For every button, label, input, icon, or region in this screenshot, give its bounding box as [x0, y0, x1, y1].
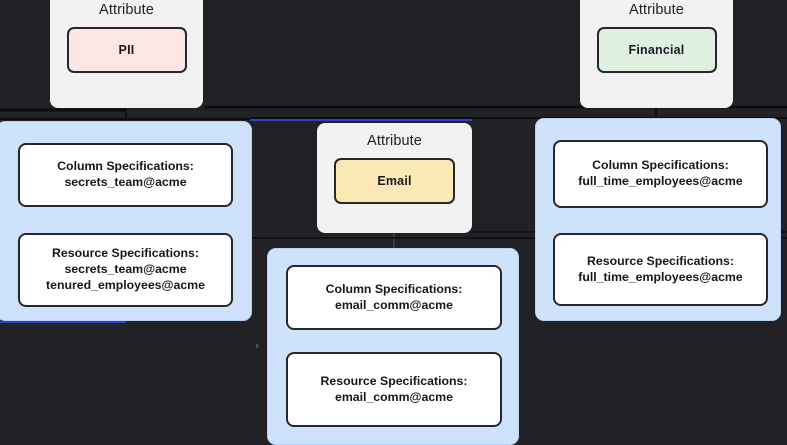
attribute-chip-pii[interactable]: PII: [66, 27, 187, 73]
spec-card-line: Column Specifications:: [325, 281, 463, 296]
spec-card-line: Column Specifications:: [592, 158, 729, 173]
spec-card-line: Resource Specifications:: [587, 253, 734, 268]
spec-card-column-secrets-team[interactable]: Column Specifications: secrets_team@acme: [18, 143, 233, 207]
attribute-card-pii[interactable]: Attribute PII: [50, 0, 203, 108]
spec-card-line: full_time_employees@acme: [578, 174, 743, 188]
attribute-card-title: Attribute: [99, 2, 154, 18]
attribute-card-title: Attribute: [367, 133, 422, 149]
spec-card-resource-secrets-team[interactable]: Resource Specifications: secrets_team@ac…: [18, 233, 233, 307]
attribute-chip-email[interactable]: Email: [334, 158, 455, 204]
spec-card-resource-email-comm[interactable]: Resource Specifications: email_comm@acme: [286, 352, 502, 427]
attribute-card-financial[interactable]: Attribute Financial: [580, 0, 733, 108]
spec-card-line: full_time_employees@acme: [578, 269, 743, 284]
attribute-chip-financial[interactable]: Financial: [596, 27, 717, 73]
spec-card-line: email_comm@acme: [335, 389, 453, 404]
spec-card-column-email-comm[interactable]: Column Specifications: email_comm@acme: [286, 265, 502, 330]
spec-card-line: Resource Specifications:: [320, 373, 468, 388]
chevron-right-icon[interactable]: ›: [255, 339, 260, 352]
spec-card-line: email_comm@acme: [335, 297, 453, 312]
attribute-chip-label: PII: [118, 43, 135, 57]
attribute-card-title: Attribute: [629, 2, 684, 18]
spec-card-resource-full-time-employees[interactable]: Resource Specifications: full_time_emplo…: [553, 233, 768, 306]
spec-card-line: tenured_employees@acme: [46, 277, 205, 292]
spec-card-line: secrets_team@acme: [64, 175, 187, 189]
spec-card-column-full-time-employees[interactable]: Column Specifications: full_time_employe…: [553, 140, 768, 208]
spec-card-line: Column Specifications:: [57, 159, 194, 174]
attribute-card-email[interactable]: Attribute Email: [317, 123, 472, 233]
attribute-chip-label: Email: [377, 174, 412, 188]
attribute-chip-label: Financial: [628, 43, 685, 57]
spec-card-line: secrets_team@acme: [64, 262, 187, 277]
spec-card-line: Resource Specifications:: [52, 246, 199, 261]
